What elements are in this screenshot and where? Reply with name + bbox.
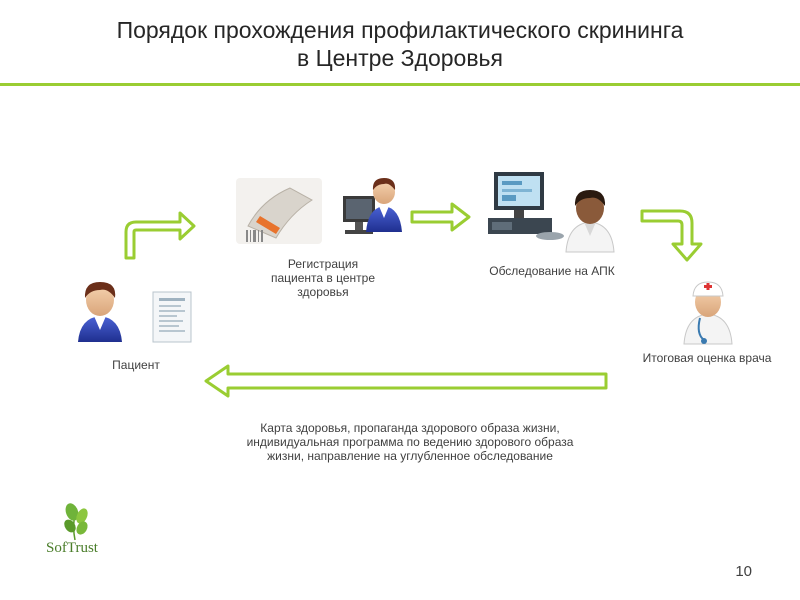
result-description: Карта здоровья, пропаганда здорового обр… <box>200 421 620 463</box>
doctor-assessment-label: Итоговая оценка врача <box>642 351 772 365</box>
doctor-icon <box>683 281 733 345</box>
patient-label: Пациент <box>112 358 160 372</box>
registration-label-line-2: пациента в центре <box>270 271 375 285</box>
leaf-logo-icon <box>64 503 88 541</box>
person-icon <box>78 282 122 342</box>
page-number: 10 <box>735 563 752 580</box>
exam-label: Обследование на АПК <box>489 264 615 278</box>
arrow-left-long <box>204 364 608 398</box>
registration-label-line-1: Регистрация <box>287 257 359 271</box>
logo-text: SofTrust <box>46 540 98 556</box>
page-title: Порядок прохождения профилактического ск… <box>0 16 800 72</box>
result-line-3: жизни, направление на углубленное обслед… <box>267 449 553 463</box>
registration-label: Регистрация пациента в центре здоровья <box>248 257 398 299</box>
registration-label-line-3: здоровья <box>297 285 349 299</box>
computer-user-icon <box>343 178 402 234</box>
barcode-scanner-icon <box>236 178 322 244</box>
title-divider <box>0 83 800 86</box>
title-line-1: Порядок прохождения профилактического ск… <box>116 17 684 43</box>
arrow-right-down <box>640 209 703 262</box>
medical-workstation-icon <box>488 172 564 240</box>
result-line-1: Карта здоровья, пропаганда здорового обр… <box>260 421 560 435</box>
arrow-right <box>410 202 471 232</box>
document-icon <box>152 291 192 343</box>
doctor-icon <box>565 190 615 253</box>
title-line-2: в Центре Здоровья <box>297 45 503 71</box>
arrow-up-right <box>124 211 196 260</box>
result-line-2: индивидуальная программа по ведению здор… <box>246 435 574 449</box>
